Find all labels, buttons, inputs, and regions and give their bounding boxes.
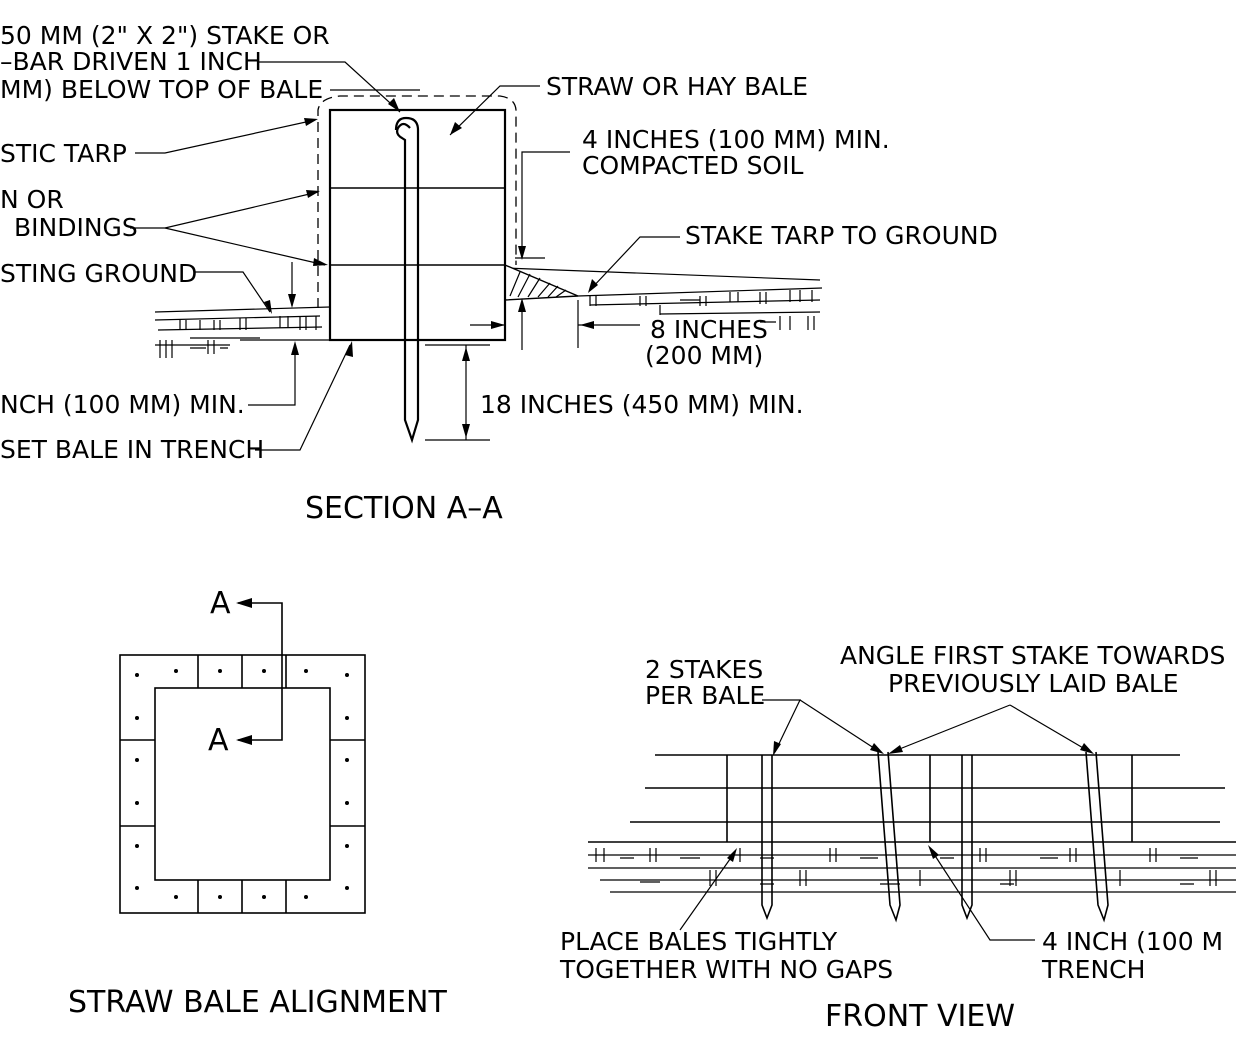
section-marker-inner: A [208, 723, 229, 758]
label-straw-bale: STRAW OR HAY BALE [546, 72, 808, 101]
label-compacted-line1: 4 INCHES (100 MM) MIN. [582, 125, 890, 154]
label-stake-line1: 50 MM (2" X 2") STAKE OR [0, 21, 330, 50]
label-set-bale-trench: SET BALE IN TRENCH [0, 435, 264, 464]
label-compacted-line2: COMPACTED SOIL [582, 151, 803, 180]
section-leaders [130, 61, 680, 451]
label-angle-line1: ANGLE FIRST STAKE TOWARDS [840, 641, 1225, 670]
label-place-line1: PLACE BALES TIGHTLY [560, 927, 838, 956]
label-stake-line2: –BAR DRIVEN 1 INCH [0, 47, 262, 76]
label-angle-line2: PREVIOUSLY LAID BALE [888, 669, 1179, 698]
label-eighteen-inches: 18 INCHES (450 MM) MIN. [480, 390, 804, 419]
label-bindings-line2: BINDINGS [14, 213, 138, 242]
label-bindings-line1: N OR [0, 185, 64, 214]
label-trench-line1: 4 INCH (100 M [1042, 927, 1223, 956]
label-stake-line3: MM) BELOW TOP OF BALE [0, 75, 323, 104]
front-view-title: FRONT VIEW [825, 999, 1015, 1034]
section-marker-top: A [210, 586, 231, 621]
label-eight-inches-line2: (200 MM) [645, 341, 763, 370]
straw-bale-alignment: A A STRAW BALE ALIGNMENT [68, 586, 447, 1020]
front-view: 2 STAKES PER BALE ANGLE FIRST STAKE TOWA… [559, 641, 1236, 1034]
label-existing-ground: STING GROUND [0, 259, 197, 288]
ground-hatch-right [504, 267, 823, 330]
label-eight-inches-line1: 8 INCHES [650, 315, 768, 344]
section-a-a: 50 MM (2" X 2") STAKE OR –BAR DRIVEN 1 I… [0, 21, 998, 526]
label-stake-tarp: STAKE TARP TO GROUND [685, 221, 998, 250]
alignment-title: STRAW BALE ALIGNMENT [68, 985, 447, 1020]
section-title: SECTION A–A [305, 491, 503, 526]
label-two-stakes-line2: PER BALE [645, 681, 765, 710]
plastic-tarp [317, 95, 517, 308]
front-stakes [761, 751, 1109, 923]
label-inch-min: NCH (100 MM) MIN. [0, 390, 245, 419]
label-trench-line2: TRENCH [1041, 955, 1145, 984]
ground-hatch-left [154, 306, 331, 358]
stake-section [394, 116, 420, 444]
label-plastic-tarp: STIC TARP [0, 139, 127, 168]
label-place-line2: TOGETHER WITH NO GAPS [559, 955, 893, 984]
alignment-stake-dots [135, 669, 349, 899]
label-two-stakes-line1: 2 STAKES [645, 655, 763, 684]
